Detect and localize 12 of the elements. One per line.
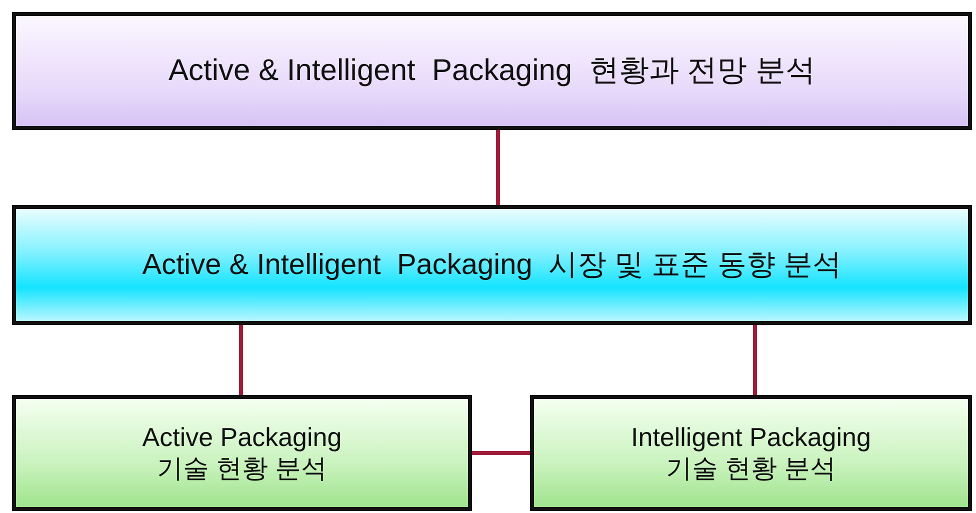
connector-line (239, 325, 243, 395)
box-label: Active & Intelligent Packaging 현황과 전망 분석 (168, 53, 816, 89)
connector-line (753, 325, 757, 395)
process-box (12, 12, 972, 130)
connector-line (472, 451, 530, 455)
box-label: Active & Intelligent Packaging 시장 및 표준 동향 분석 (142, 248, 842, 282)
process-box (12, 205, 972, 325)
process-box (12, 395, 472, 511)
connector-line (496, 130, 500, 205)
process-box (530, 395, 972, 511)
box-label: Intelligent Packaging 기술 현황 분석 (630, 422, 872, 484)
box-label: Active Packaging 기술 현황 분석 (141, 422, 343, 484)
